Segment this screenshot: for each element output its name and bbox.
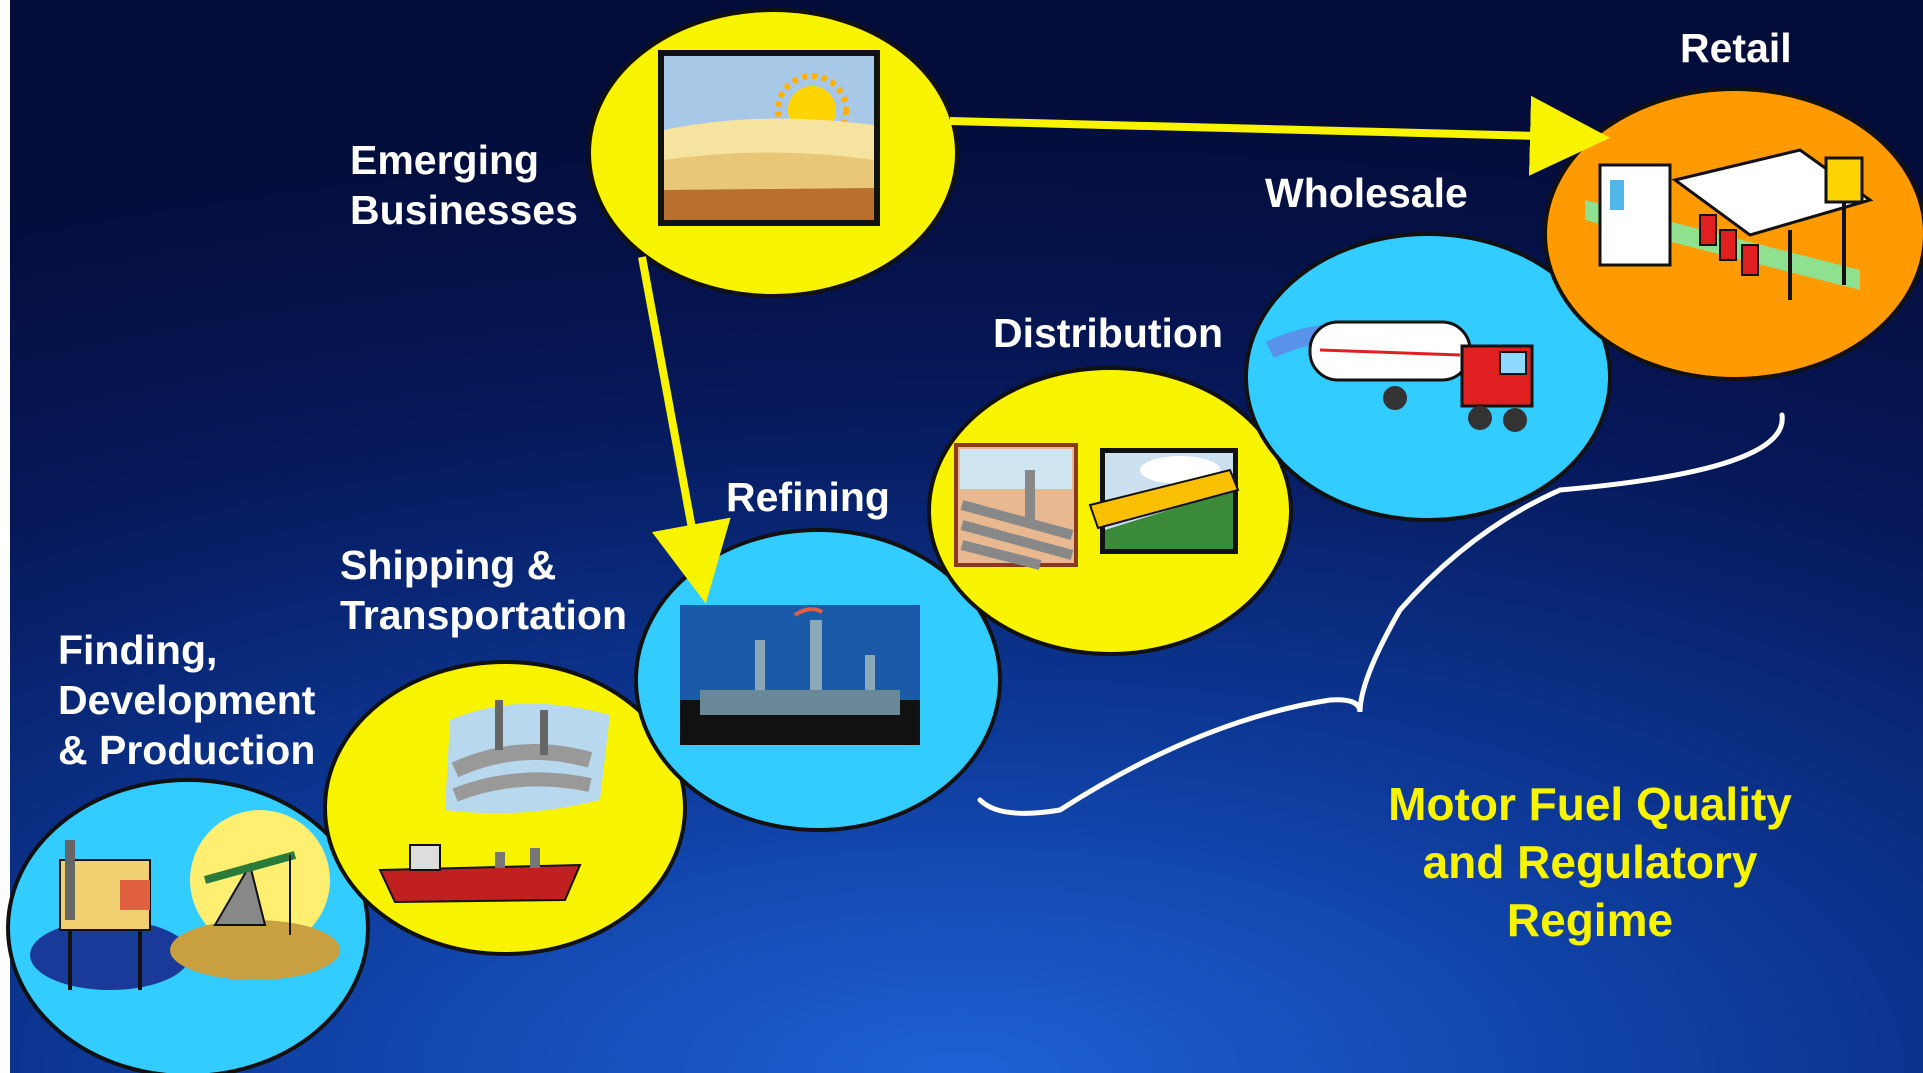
refinery-icon [680, 605, 920, 745]
pumpjack-icon [170, 810, 340, 980]
pipeline-icon [954, 443, 1078, 570]
emerging-label: Emerging Businesses [350, 135, 578, 235]
shipping-label-line: Shipping & [340, 542, 557, 588]
arrow-to-retail [949, 95, 1610, 176]
regulatory-callout-line: Regime [1506, 894, 1674, 946]
tanker-truck-icon [1265, 320, 1534, 432]
arrow-to-refining [638, 256, 731, 604]
finding-label-line: Finding, [58, 627, 218, 673]
train-icon [1088, 448, 1240, 554]
gas-station-icon [1585, 148, 1874, 300]
refining-label: Refining [726, 474, 890, 520]
regulatory-brace [977, 412, 1785, 816]
emerging-label-line: Businesses [350, 187, 578, 233]
shipping-label-line: Transportation [340, 592, 628, 638]
finding-label-line: Development [58, 677, 316, 723]
regulatory-callout-line: and Regulatory [1422, 836, 1758, 888]
offshore-pipeline-icon [445, 700, 610, 814]
sunset-field-icon [658, 50, 880, 226]
emerging-label-line: Emerging [350, 137, 540, 183]
slide-left-border [0, 0, 10, 1073]
retail-label: Retail [1680, 25, 1792, 71]
distribution-label: Distribution [993, 310, 1224, 356]
regulatory-callout: Motor Fuel Quality and Regulatory Regime [1370, 775, 1810, 949]
wholesale-label: Wholesale [1265, 170, 1468, 216]
finding-label: Finding, Development & Production [58, 625, 315, 775]
shipping-label: Shipping & Transportation [340, 540, 627, 640]
finding-label-line: & Production [58, 727, 316, 773]
tanker-ship-icon [378, 844, 582, 904]
regulatory-callout-line: Motor Fuel Quality [1388, 778, 1792, 830]
oil-platform-icon [30, 840, 190, 990]
